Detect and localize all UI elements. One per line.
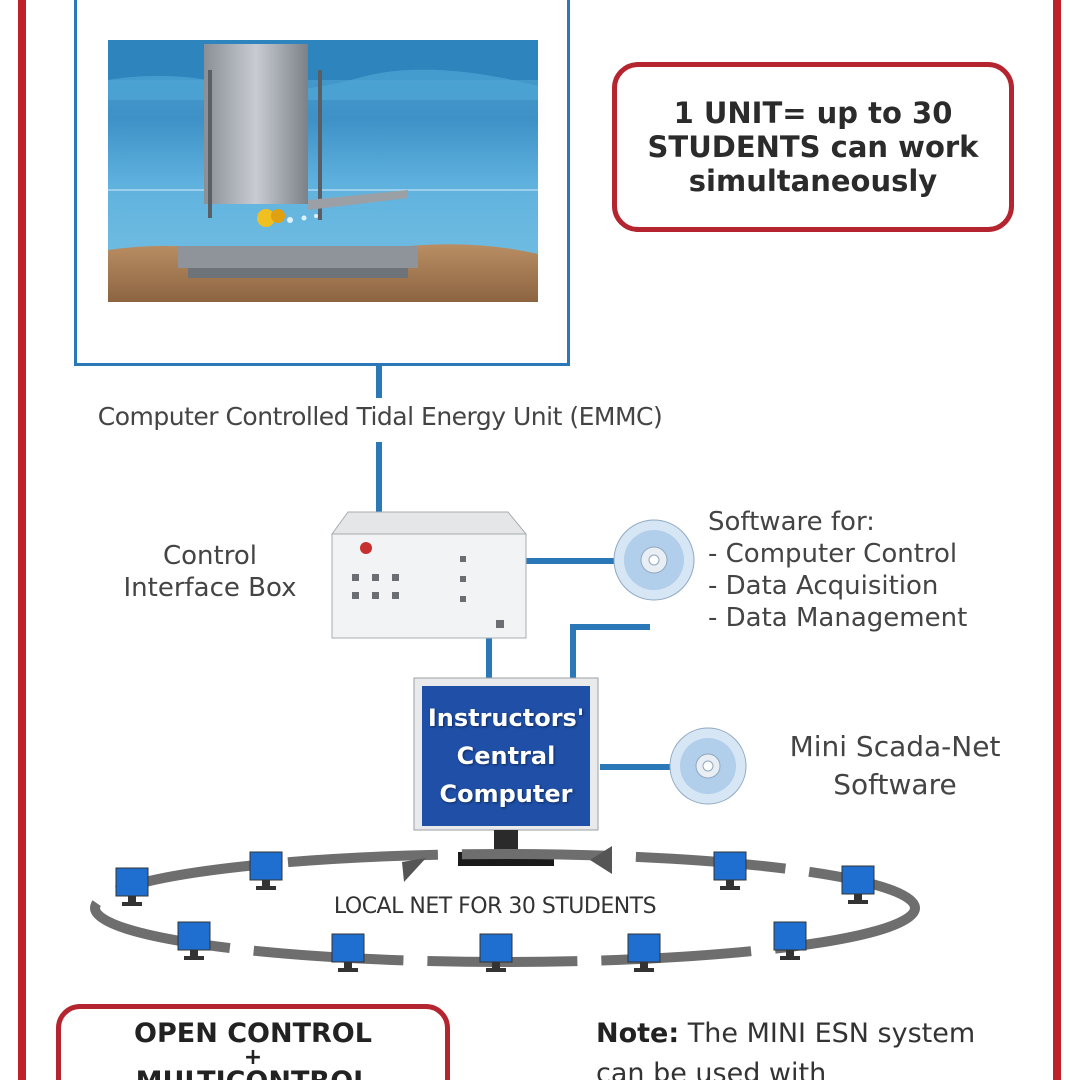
capacity-callout-text: 1 UNIT= up to 30 STUDENTS can work simul… — [647, 96, 979, 198]
central-computer-line2: Central — [456, 742, 556, 770]
software-features-list: Software for: - Computer Control - Data … — [708, 506, 967, 634]
scada-label-line1: Mini Scada-Net — [789, 730, 1001, 763]
note-body: The MINI ESN system can be used with — [596, 1018, 976, 1080]
software-item: - Data Management — [708, 603, 968, 633]
connector-box-to-computer — [486, 636, 492, 680]
tidal-unit-illustration — [108, 40, 538, 302]
connector-computer-to-scada — [600, 764, 672, 770]
scada-cd-icon — [669, 727, 747, 805]
note-label: Note: — [596, 1018, 680, 1049]
open-control-callout: OPEN CONTROL + MULTICONTROL — [56, 1004, 450, 1080]
right-border-bar — [1053, 0, 1061, 1080]
open-control-line3: MULTICONTROL — [61, 1067, 445, 1080]
software-cd-icon — [613, 519, 695, 601]
control-interface-box — [331, 511, 528, 639]
cib-label-line1: Control — [163, 541, 257, 571]
software-item: - Data Acquisition — [708, 571, 939, 601]
central-computer-line1: Instructors' — [427, 704, 585, 732]
connector-box-to-software-cd — [522, 558, 614, 564]
control-interface-box-label: Control Interface Box — [105, 540, 315, 604]
connector-label-to-box — [376, 442, 382, 514]
scada-label-line2: Software — [833, 768, 957, 801]
local-net-label: LOCAL NET FOR 30 STUDENTS — [333, 894, 657, 919]
connector-computer-to-cd-v — [570, 624, 576, 680]
software-title: Software for: — [708, 507, 875, 537]
central-computer-screen-text: Instructors' Central Computer — [422, 686, 590, 826]
connector-computer-to-cd-h — [570, 624, 650, 630]
software-item: - Computer Control — [708, 539, 958, 569]
scada-software-label: Mini Scada-Net Software — [740, 728, 1050, 804]
capacity-callout: 1 UNIT= up to 30 STUDENTS can work simul… — [612, 62, 1014, 232]
open-control-line1: OPEN CONTROL — [134, 1018, 372, 1049]
tidal-unit-label: Computer Controlled Tidal Energy Unit (E… — [97, 402, 663, 431]
left-border-bar — [18, 0, 26, 1080]
connector-monitor-to-label — [376, 366, 382, 398]
cib-label-line2: Interface Box — [123, 573, 297, 603]
open-control-plus: + — [243, 1045, 263, 1070]
central-computer-line3: Computer — [439, 780, 573, 808]
note-text-block: Note: The MINI ESN system can be used wi… — [596, 1014, 996, 1080]
